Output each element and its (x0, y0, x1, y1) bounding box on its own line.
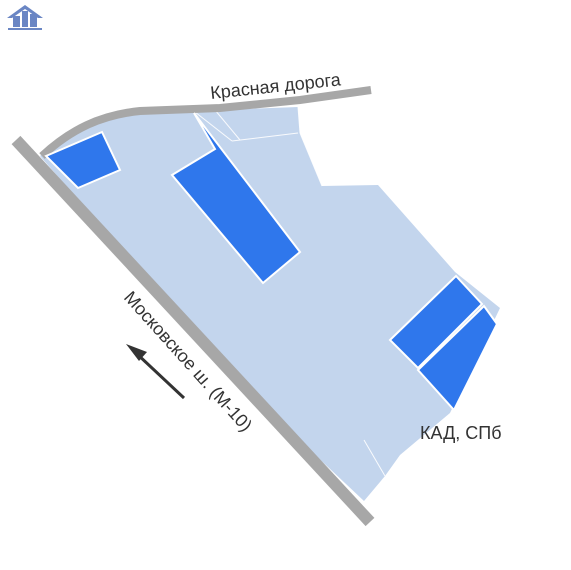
parcel-boundary (363, 439, 386, 477)
house-logo-icon (7, 5, 43, 30)
parcel-boundary (194, 111, 233, 142)
logo-tower-mid (22, 11, 28, 27)
logo-baseline (8, 28, 42, 30)
plot-2 (170, 112, 302, 285)
moskovskoe-highway-road (11, 135, 375, 527)
direction-arrow-shaft (134, 351, 186, 400)
label-kad: КАД, СПб (420, 423, 502, 443)
parcel-boundary (214, 109, 241, 141)
logo-tower-left (13, 16, 20, 27)
parcel-boundaries (194, 106, 386, 477)
parcel-boundary (231, 132, 299, 142)
arrow-icon (126, 344, 186, 400)
parcel-boundary (299, 132, 323, 187)
parcel-boundary (297, 106, 301, 134)
krasnaya-road (39, 86, 372, 159)
logo-mark (7, 5, 43, 30)
direction-arrow-head (126, 344, 147, 361)
plot-4 (416, 304, 499, 412)
plot-1 (44, 130, 122, 190)
plot-3 (388, 274, 484, 370)
plots-group (44, 112, 499, 412)
land-area (40, 107, 500, 501)
logo-tower-right (30, 14, 37, 27)
